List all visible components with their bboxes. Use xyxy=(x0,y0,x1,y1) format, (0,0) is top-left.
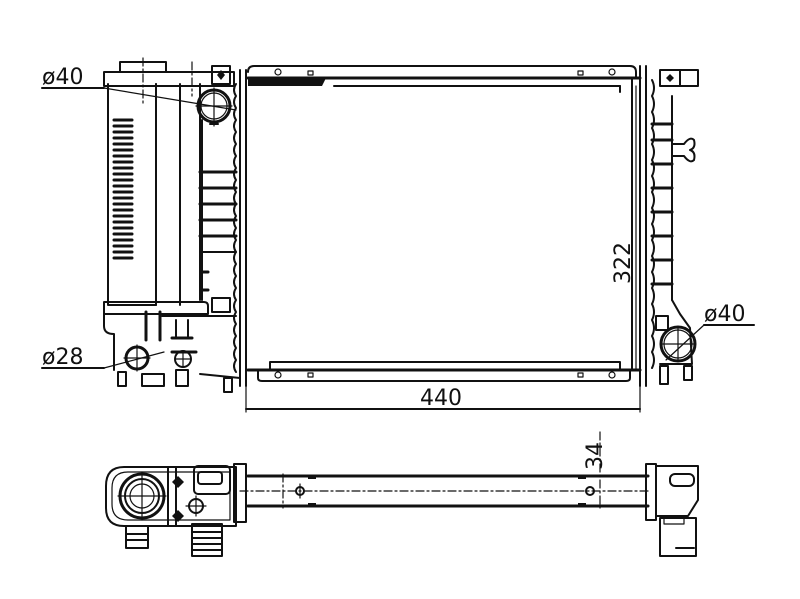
top-view-right-tank xyxy=(645,463,699,557)
bleed-diameter-label: ø28 xyxy=(42,345,83,370)
top-view-left-tank xyxy=(105,463,247,557)
top-view: 34 xyxy=(105,431,699,557)
outlet-port xyxy=(659,325,697,363)
left-tank xyxy=(103,57,241,393)
dimension-annotations: ø40 ø28 ø40 322 440 xyxy=(41,65,755,413)
inlet-diameter-label: ø40 xyxy=(42,65,83,90)
front-view: ø40 ø28 ø40 322 440 xyxy=(41,57,755,413)
core-depth-label: 34 xyxy=(583,442,608,470)
expansion-tank-ribs xyxy=(112,118,134,260)
core-width-label: 440 xyxy=(420,386,462,411)
right-tank xyxy=(650,69,699,385)
core-height-label: 322 xyxy=(611,242,636,284)
bleed-port xyxy=(123,344,192,372)
outlet-diameter-label: ø40 xyxy=(704,302,745,327)
core-frame xyxy=(239,65,647,387)
